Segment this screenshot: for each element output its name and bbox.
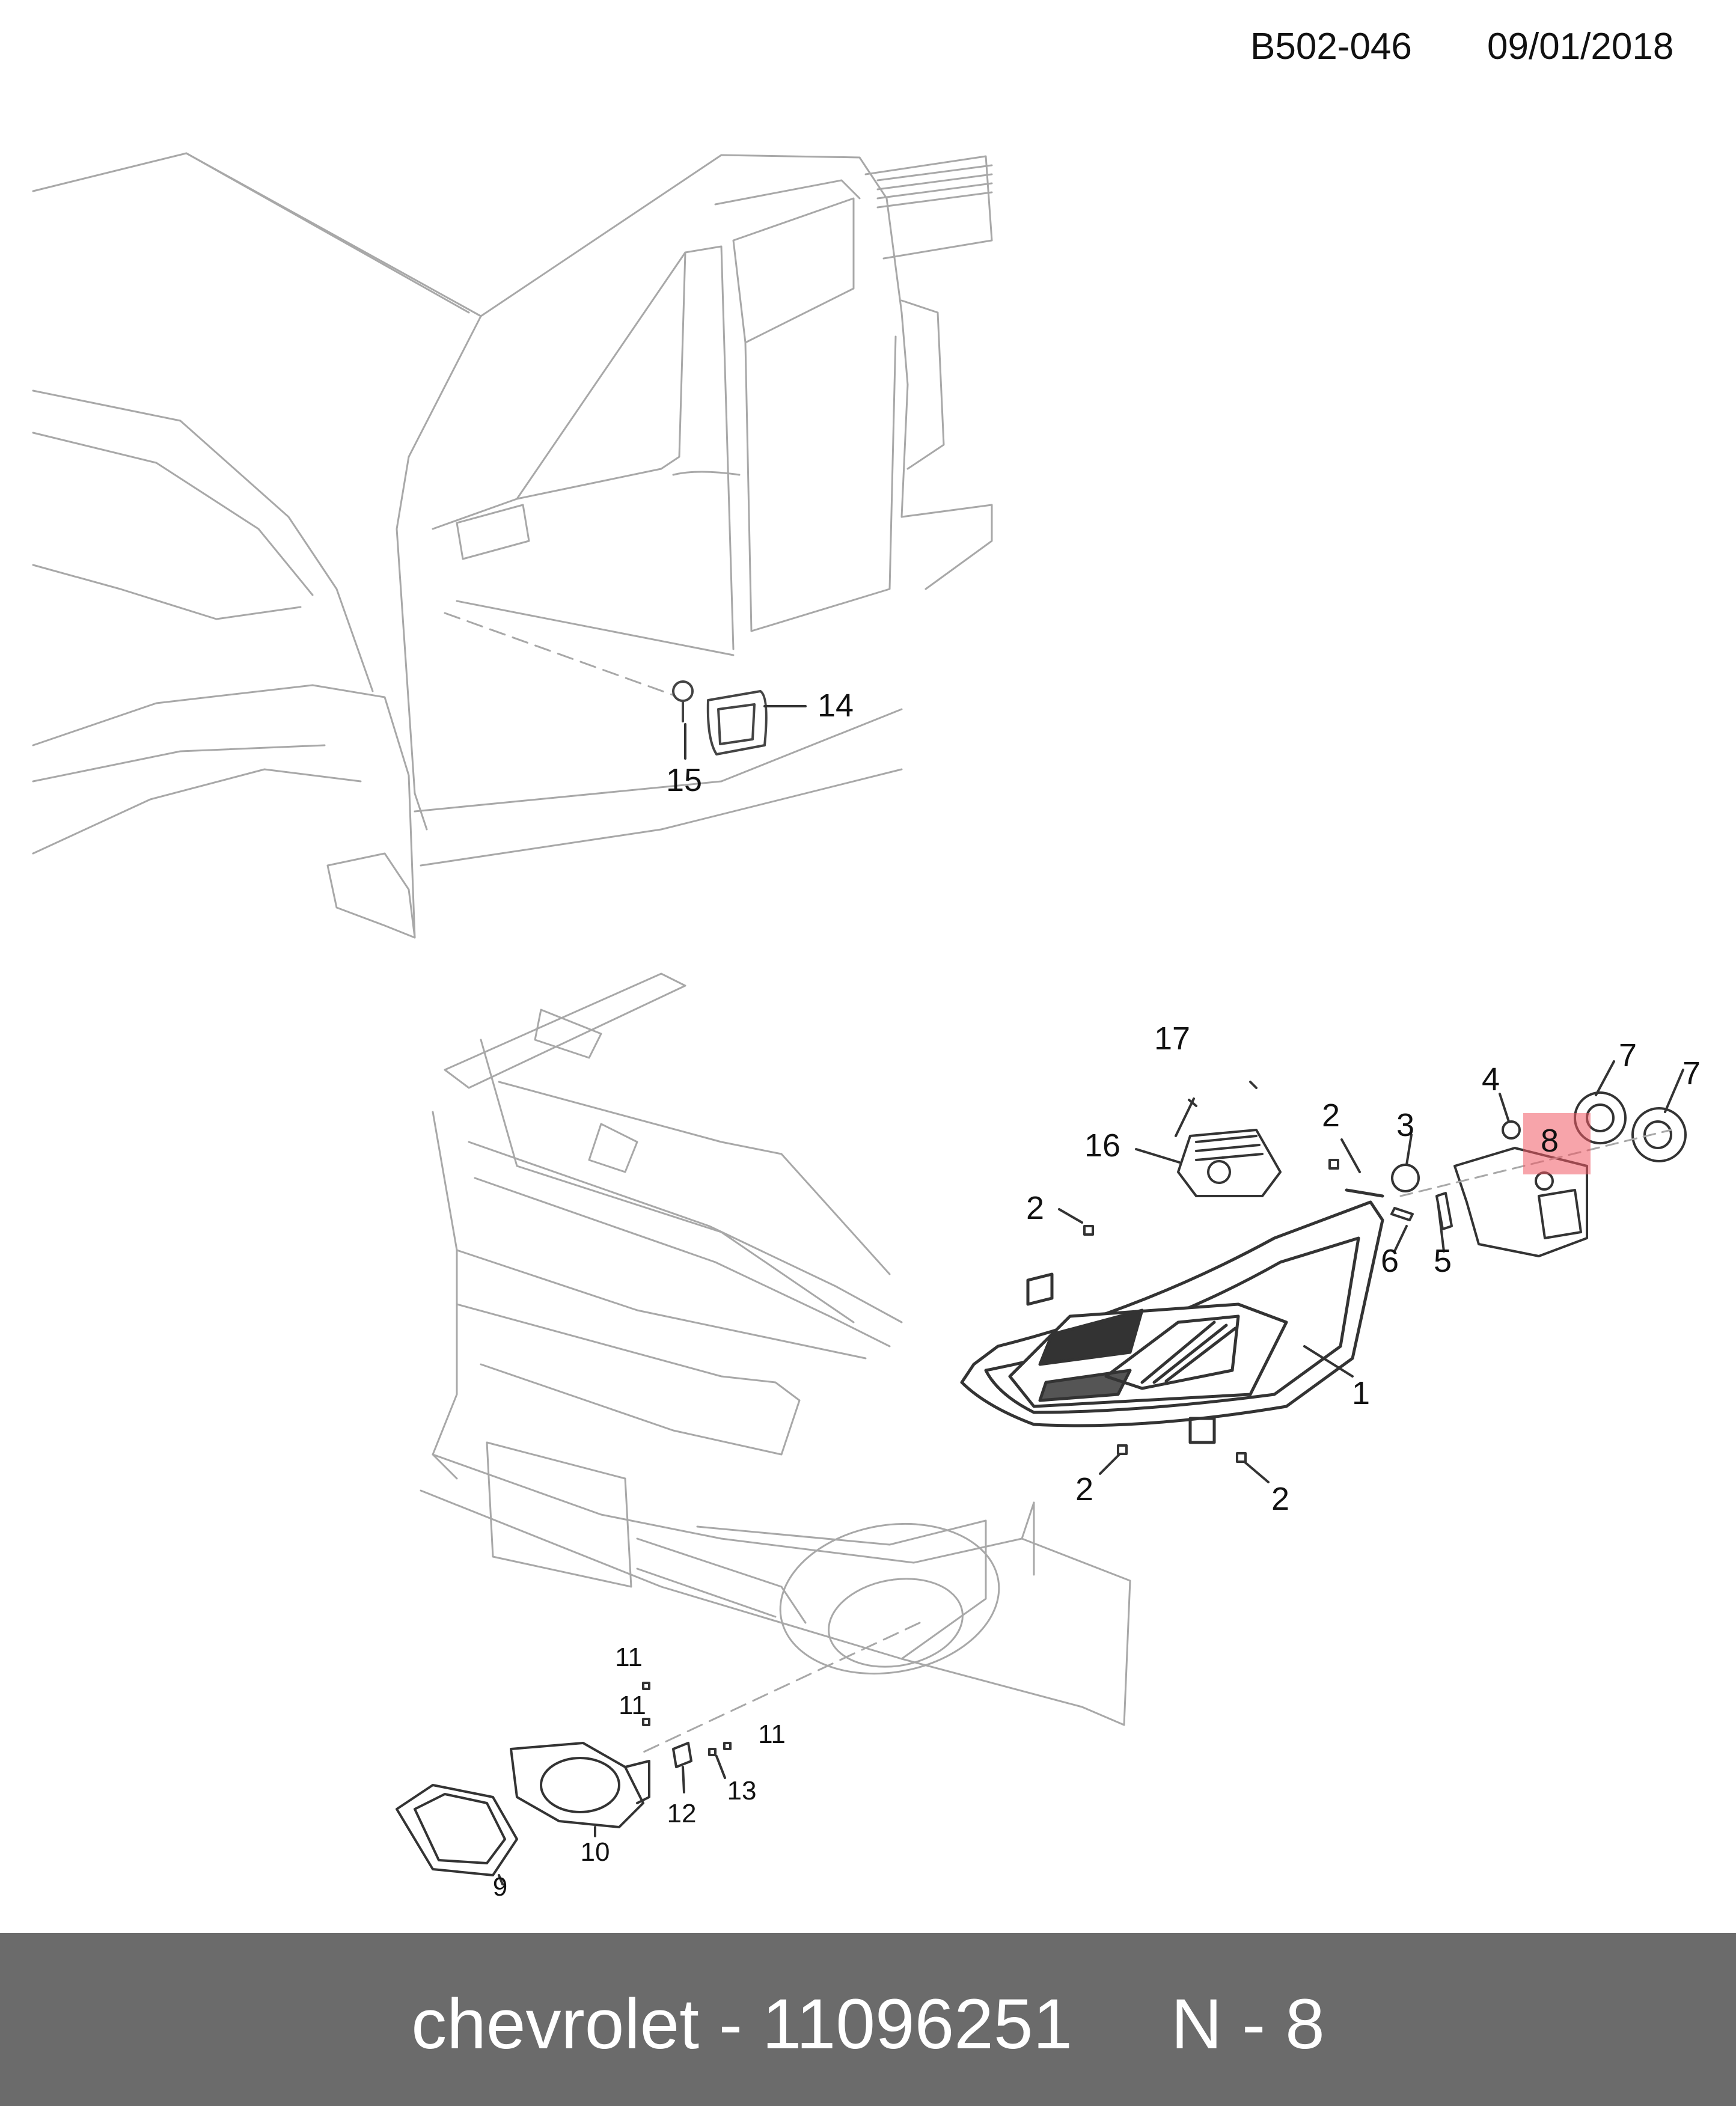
- callout-9[interactable]: 9: [492, 1872, 508, 1902]
- callout-6[interactable]: 6: [1380, 1243, 1399, 1279]
- callout-5[interactable]: 5: [1433, 1243, 1452, 1279]
- bulb-components: [1390, 1091, 1687, 1257]
- callout-2[interactable]: 2: [1321, 1097, 1340, 1134]
- callout-11[interactable]: 11: [615, 1643, 643, 1672]
- callout-2[interactable]: 2: [1075, 1471, 1094, 1507]
- callout-16[interactable]: 16: [1084, 1128, 1121, 1164]
- truck-outline: [32, 152, 993, 939]
- diagram-code: B502-046: [1250, 26, 1412, 67]
- callout-7[interactable]: 7: [1618, 1037, 1637, 1073]
- callout-12[interactable]: 12: [667, 1799, 697, 1828]
- callout-8[interactable]: 8: [1540, 1123, 1559, 1159]
- part-number-caption: chevrolet - 11096251 N - 8: [411, 1985, 1325, 2064]
- callout-11[interactable]: 11: [758, 1720, 786, 1749]
- diagram-line-art: [32, 152, 1687, 1885]
- footer-bar: chevrolet - 11096251 N - 8: [0, 1933, 1736, 2106]
- callout-3[interactable]: 3: [1396, 1107, 1415, 1143]
- callout-7[interactable]: 7: [1682, 1055, 1701, 1091]
- front-end-outline: [420, 972, 1131, 1726]
- highlighted-part-marker: [1523, 1113, 1591, 1174]
- control-module: [1177, 1081, 1282, 1197]
- fog-lamp-assembly: [396, 1682, 732, 1876]
- parts-diagram: B502-046 09/01/2018 14 15 17 16 2 2 3 4 …: [32, 26, 1701, 1902]
- callout-11[interactable]: 11: [619, 1691, 646, 1720]
- callout-2[interactable]: 2: [1025, 1190, 1045, 1226]
- side-marker-lamp: [672, 680, 768, 755]
- callout-14[interactable]: 14: [817, 688, 854, 724]
- callout-2[interactable]: 2: [1271, 1481, 1290, 1517]
- callout-13[interactable]: 13: [727, 1776, 757, 1805]
- callout-1[interactable]: 1: [1351, 1375, 1371, 1411]
- diagram-date: 09/01/2018: [1487, 26, 1674, 67]
- callout-15[interactable]: 15: [665, 762, 703, 798]
- callout-10[interactable]: 10: [580, 1837, 610, 1867]
- callout-4[interactable]: 4: [1481, 1061, 1500, 1097]
- callout-17[interactable]: 17: [1154, 1021, 1191, 1057]
- headlamp-assembly: [960, 1188, 1384, 1444]
